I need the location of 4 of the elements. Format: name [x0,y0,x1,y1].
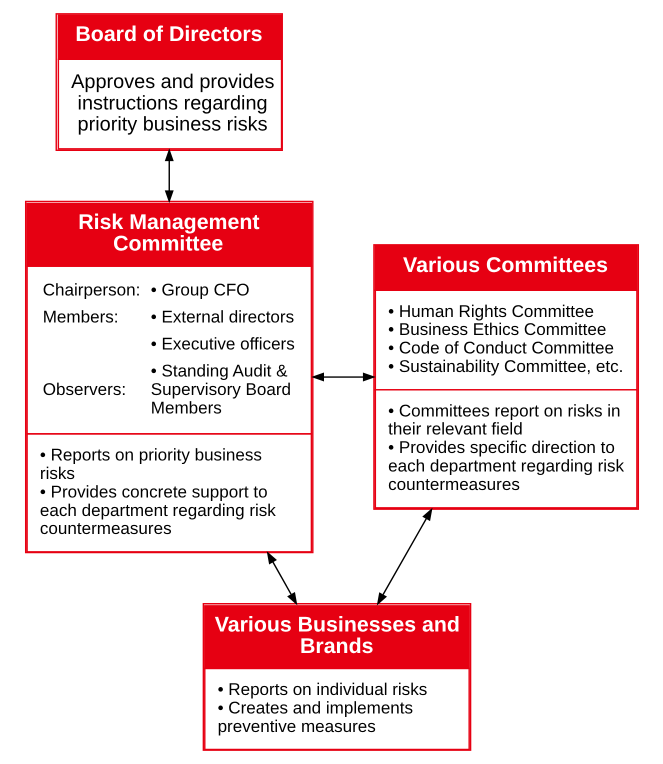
arrow [164,148,174,204]
arrow [376,508,432,606]
arrow [266,551,297,606]
arrow [310,372,376,382]
